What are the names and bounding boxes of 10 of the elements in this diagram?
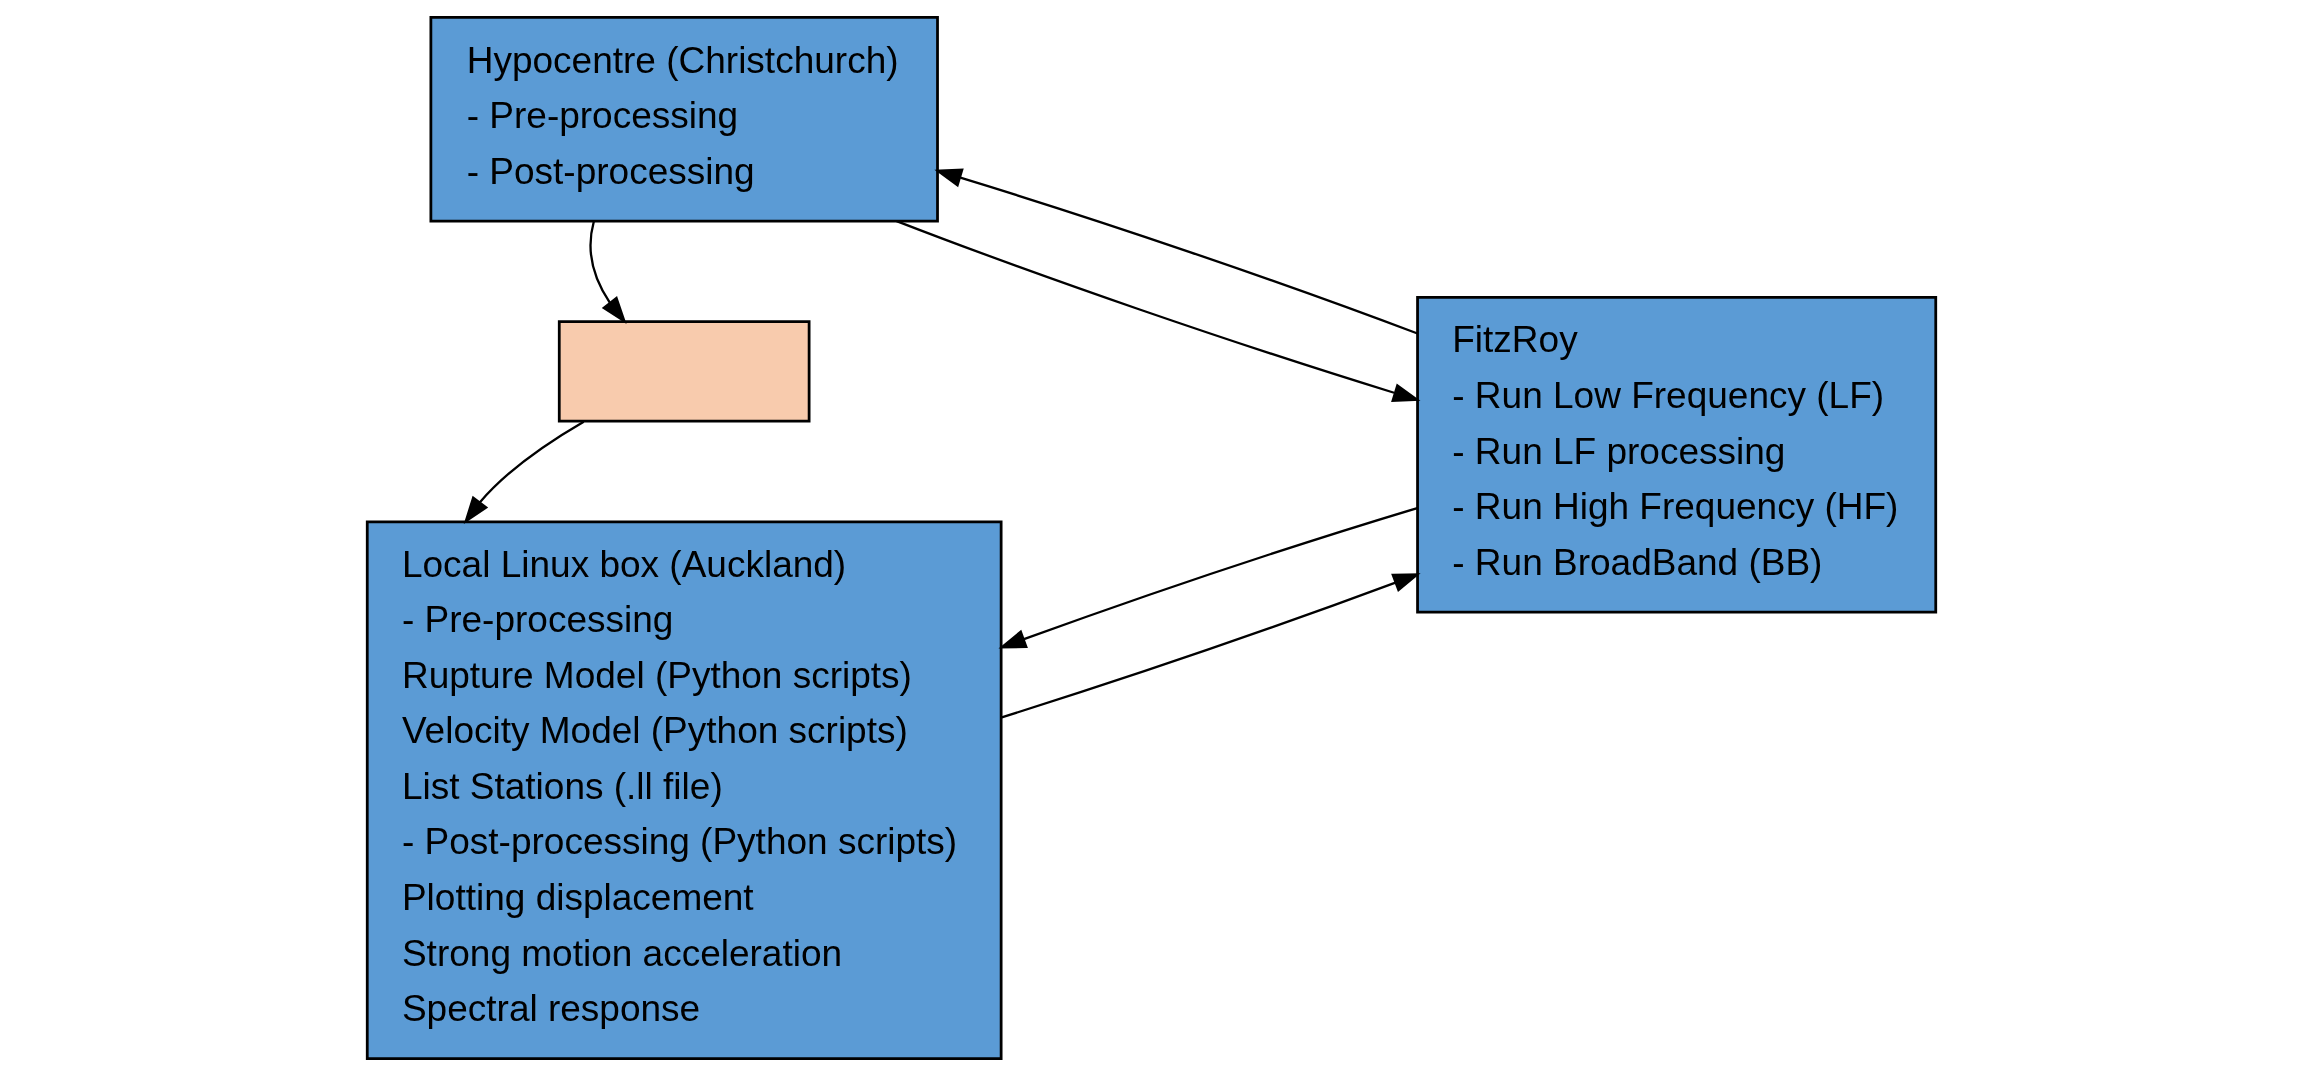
arrow: [933, 168, 1418, 335]
node-box: Local Linux box (Auckland) - Pre-processing Rupture Model (Python scripts) Velocity Model (Python scripts) List Stations (.ll file) - Post-processing (Python scripts) Plotting displacement Strong motion acceleration Spectral response: [365, 520, 1002, 1060]
arrow: [895, 220, 1420, 402]
arrow: [588, 221, 627, 324]
arrow: [998, 506, 1418, 649]
arrow: [1000, 573, 1421, 719]
node-box: FitzRoy - Run Low Frequency (LF) - Run LF processing - Run High Frequency (HF) - Run BroadBand (BB): [1415, 296, 1937, 614]
arrow: [463, 420, 584, 524]
node-box: [557, 320, 810, 423]
node-box: Hypocentre (Christchurch) - Pre-processing - Post-processing: [429, 16, 939, 223]
